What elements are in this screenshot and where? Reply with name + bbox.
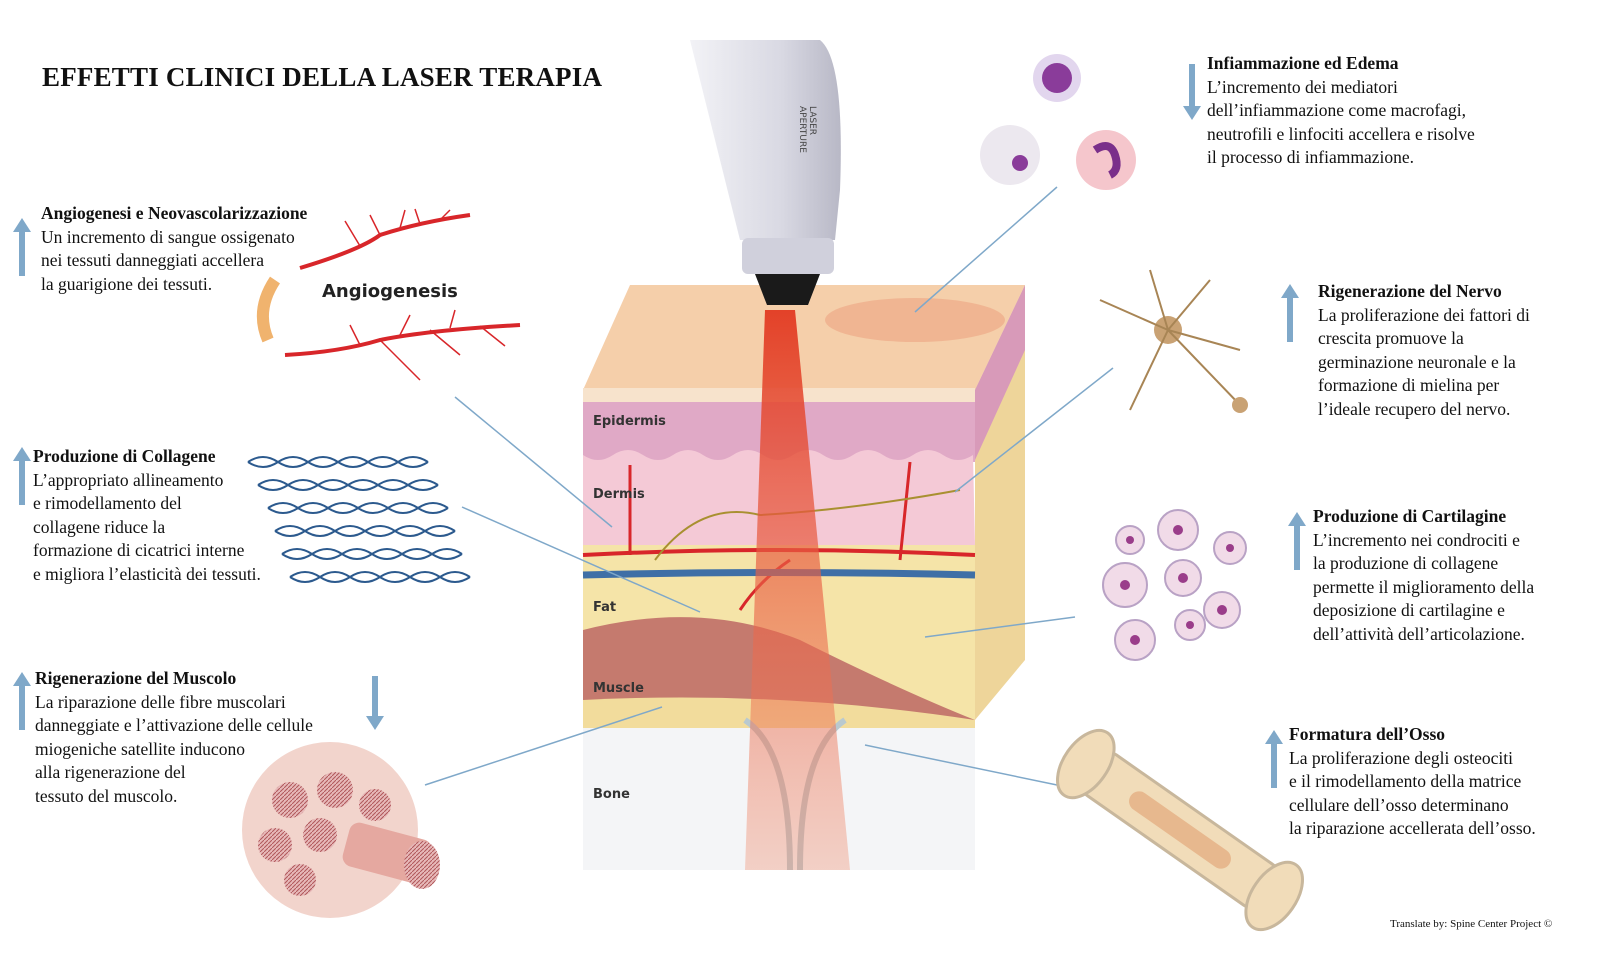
neuron-illustration — [1099, 269, 1248, 413]
muscle-fiber-illustration — [242, 742, 440, 918]
angiogenesis-vessels — [284, 208, 521, 381]
arrow-up-icon — [1288, 512, 1306, 570]
arrow-up-icon — [13, 447, 31, 505]
angiogenesis-label: Angiogenesis — [322, 281, 458, 302]
arrow-up-icon — [13, 218, 31, 276]
immune-cells — [980, 54, 1136, 190]
arrow-up-icon — [1265, 730, 1283, 788]
arrow-up-icon — [1281, 284, 1299, 342]
pointer-lines — [424, 186, 1114, 786]
laser-handpiece — [690, 40, 841, 305]
page-title: EFFETTI CLINICI DELLA LASER TERAPIA — [42, 62, 603, 92]
layer-label-fat: Fat — [593, 600, 617, 615]
cartilage-cells — [1102, 509, 1247, 661]
effect-arrows — [13, 64, 1306, 788]
layer-label-bone: Bone — [593, 787, 630, 802]
layer-label-dermis: Dermis — [593, 487, 645, 502]
arrow-down-icon — [366, 676, 384, 730]
laser-beam — [745, 310, 850, 870]
curved-arrow-icon — [256, 276, 281, 343]
arrow-up-icon — [13, 672, 31, 730]
arrow-down-icon — [1183, 64, 1201, 120]
translation-credit: Translate by: Spine Center Project © — [1390, 918, 1553, 930]
layer-label-epidermis: Epidermis — [593, 414, 666, 429]
collagen-fibers — [247, 456, 471, 583]
layer-label-muscle: Muscle — [593, 681, 644, 696]
bone-illustration — [1056, 728, 1304, 932]
